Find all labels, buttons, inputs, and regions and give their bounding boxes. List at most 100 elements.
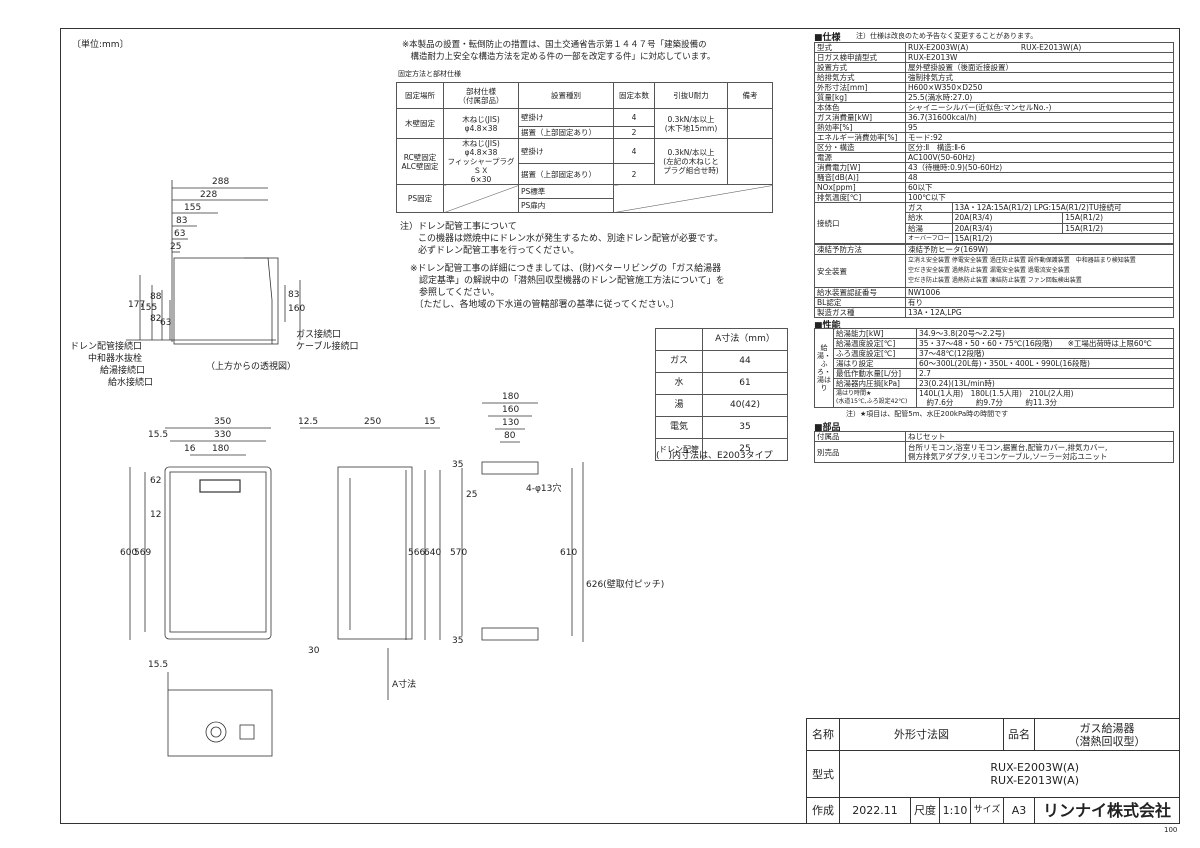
conn-kind: 給湯 [905,222,953,234]
dim-label: 16 [184,444,196,454]
dim-label: 130 [502,418,520,428]
dim-label: 330 [214,430,232,440]
dim-label: A寸法 [392,680,417,690]
dim-label: 62 [150,476,162,486]
spec-key: 消費電力[W] [814,162,906,173]
fix-cell: 壁掛け [518,137,614,165]
spec-val: 屋外壁掛設置（後面近接設置） [905,62,1174,73]
parts-key: 付属品 [814,431,906,442]
perf-key: 給湯能力[kW] [833,328,917,339]
size-label: サイズ [970,796,1004,825]
perf-key: 湯はり設定 [833,358,917,369]
spec-val: モード:92 [905,132,1174,143]
fix-cell: PS扉内 [518,198,614,213]
dim-label: 80 [504,431,516,441]
perf-val: 34.9～3.8(20号～2.2号) [916,328,1174,339]
dim-label: 25 [170,242,182,252]
dim-label: 610 [560,548,578,558]
spec-val: 48 [905,172,1174,183]
install-note-1: ※本製品の設置・転倒防止の措置は、国土交通省告示第１４４７号「建築設備の [402,40,707,50]
spec-val: AC100V(50-60Hz) [905,152,1174,163]
page-number: 100 [1164,826,1178,834]
dim-label: 88 [150,292,162,302]
spec-val: 43（待機時:0.9)(50-60Hz) [905,162,1174,173]
spec-note: 注）仕様は改良のため予告なく変更することがあります。 [856,32,1038,40]
spec-val: 60以下 [905,182,1174,193]
a-table-note: ( )内寸法は、E2003タイプ [656,451,773,461]
spec-key: 外形寸法[mm] [814,82,906,93]
dim-label: 63 [174,229,186,239]
made-value: 2022.11 [839,796,911,825]
dim-label: 570 [450,548,468,558]
fix-th-place: 固定場所 [396,82,444,109]
dim-label: 12.5 [298,417,319,427]
fix-cell: 0.3kN/本以上 (木下地15mm) [654,108,728,139]
perf-key: 給湯器内圧損[kPa] [833,378,917,389]
label-hot-water: 給湯接続口 [100,366,146,376]
dim-label: 82 [150,314,162,324]
spec-val: 95 [905,122,1174,133]
perf-note: 注）★項目は、配管5m、水圧200kPa時の時間です [846,410,1009,418]
spec-key: 製造ガス種 [814,307,906,318]
perf-val: 23(0.24)(13L/min時) [916,378,1174,389]
a-row-value: 61 [702,372,788,395]
perf-val: 37～48℃(12段階) [916,348,1174,359]
fix-th-part: 部材仕様 （付属部品） [443,82,519,109]
dim-label: 15.5 [148,430,169,440]
dim-label: 250 [364,417,382,427]
fix-cell: 木壁固定 [396,108,444,139]
a-row-label: ドレン配管 [655,438,703,461]
perf-key: 給湯温度設定[℃] [833,338,917,349]
spec-val: 36.7(31600kcal/h) [905,112,1174,123]
spec-key: BL認定 [814,297,906,308]
dim-label: 155 [140,303,158,313]
perf-key: 最低作動水量[L/分] [833,368,917,379]
fix-table: 固定場所 部材仕様 （付属部品） 設置種別 固定本数 引抜U耐力 備考 木壁固定… [396,82,773,213]
label-cable: ケーブル接続口 [296,342,359,352]
dim-label: 12 [150,510,162,520]
conn-val: 20A(R3/4) [951,222,1064,234]
name-label: 名称 [806,717,840,752]
dim-label: 180 [502,392,520,402]
spec-table-2: 凍結予防方法凍結予防ヒータ(169W) 安全装置立消え安全装置 停電安全装置 過… [814,244,1174,318]
spec-key: エネルギー消費効率[%] [814,132,906,143]
fix-title: 固定方法と部材仕様 [398,70,461,78]
spec-key: 騒音[dB(A)] [814,172,906,183]
spec-key: 日ガス検申請型式 [814,52,906,63]
conn-val: 15A(R1/2) [1062,212,1174,224]
fix-cell: 木ねじ(JIS) φ4.8×38 フィッシャープラグＳＸ 6×30 [443,138,519,185]
parts-val: 台所リモコン,浴室リモコン,据置台,配管カバー,排気カバー, 側方排気アダプタ,… [905,441,1174,463]
spec-key: 凍結予防方法 [814,244,906,255]
conn-val: 15A(R1/2) [1062,222,1174,234]
model-value: RUX-E2003W(A) RUX-E2013W(A) [839,750,1180,798]
dim-label: 160 [288,304,306,314]
dim-label: 15.5 [148,660,169,670]
perf-side: 給湯・ふろ・湯はり [814,328,834,408]
spec-key: 質量[kg] [814,92,906,103]
perf-val: 140L(1人用) 180L(1.5人用) 210L(2人用) 約7.6分 約9… [916,388,1174,408]
spec-val: 立消え安全装置 停電安全装置 過圧防止装置 誤作動保護装置 中和器詰まり検知装置… [905,254,1174,288]
drawing-frame [60,28,1180,824]
company-name: リンナイ株式会社 [1034,796,1180,825]
dim-label: 83 [288,290,300,300]
spec-val: 100℃以下 [905,192,1174,203]
dim-label: 25 [466,490,478,500]
fix-cell [727,108,773,139]
spec-val: 有り [905,297,1174,308]
perf-val: 35・37～48・50・60・75℃(16段階) ※工場出荷時は上限60℃ [916,338,1174,349]
spec-key: 給排気方式 [814,72,906,83]
spec-val: 凍結予防ヒータ(169W) [905,244,1174,255]
dim-label: 569 [134,548,152,558]
spec-key: 排気温度[℃] [814,192,906,203]
product-label: 品名 [1003,717,1035,752]
drain-note: 参照してください。 [410,288,500,298]
connection-label: 接続口 [814,202,906,244]
spec-key: 給水装置認証番号 [814,287,906,298]
drain-note: 注）ドレン配管工事について [400,222,517,232]
model-label: 型式 [806,750,840,798]
spec-val: H600×W350×D250 [905,82,1174,93]
scale-label: 尺度 [910,796,940,825]
dim-label: 350 [214,417,232,427]
